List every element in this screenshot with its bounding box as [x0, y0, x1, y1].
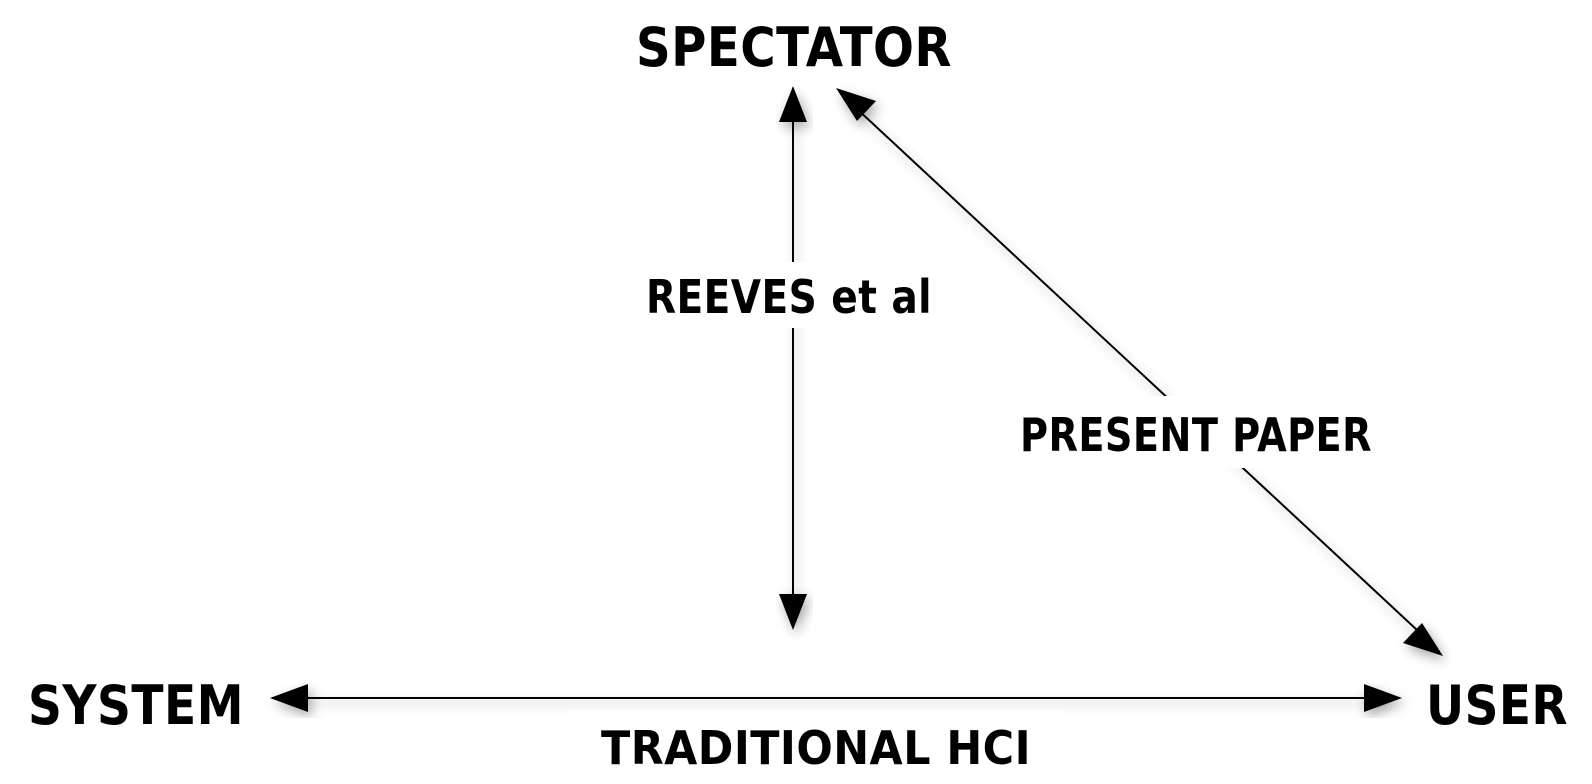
arrowhead-lower-right [1403, 623, 1443, 656]
node-spectator: SPECTATOR [636, 16, 952, 79]
arrowhead-down [779, 594, 807, 630]
arrowhead-left [270, 684, 308, 712]
traditional-hci-label-background [570, 710, 1064, 780]
node-system: SYSTEM [28, 674, 244, 737]
traditional-hci-arrow [270, 684, 1402, 712]
present-paper-arrow [836, 88, 1443, 656]
reeves-label-group: REEVES et al [628, 262, 948, 328]
arrowhead-upper-left [836, 88, 876, 121]
reeves-label-background [628, 262, 948, 328]
present-paper-label: PRESENT PAPER [1020, 408, 1372, 462]
reeves-label: REEVES et al [646, 270, 932, 324]
arrowhead-up [779, 86, 807, 122]
present-paper-label-group: PRESENT PAPER [1006, 396, 1384, 468]
reeves-arrow [779, 86, 807, 630]
arrowhead-right [1364, 684, 1402, 712]
node-user: USER [1426, 674, 1568, 737]
present-paper-label-background [1006, 396, 1384, 468]
traditional-hci-label-group: TRADITIONAL HCI [570, 710, 1064, 780]
traditional-hci-label: TRADITIONAL HCI [601, 721, 1031, 775]
